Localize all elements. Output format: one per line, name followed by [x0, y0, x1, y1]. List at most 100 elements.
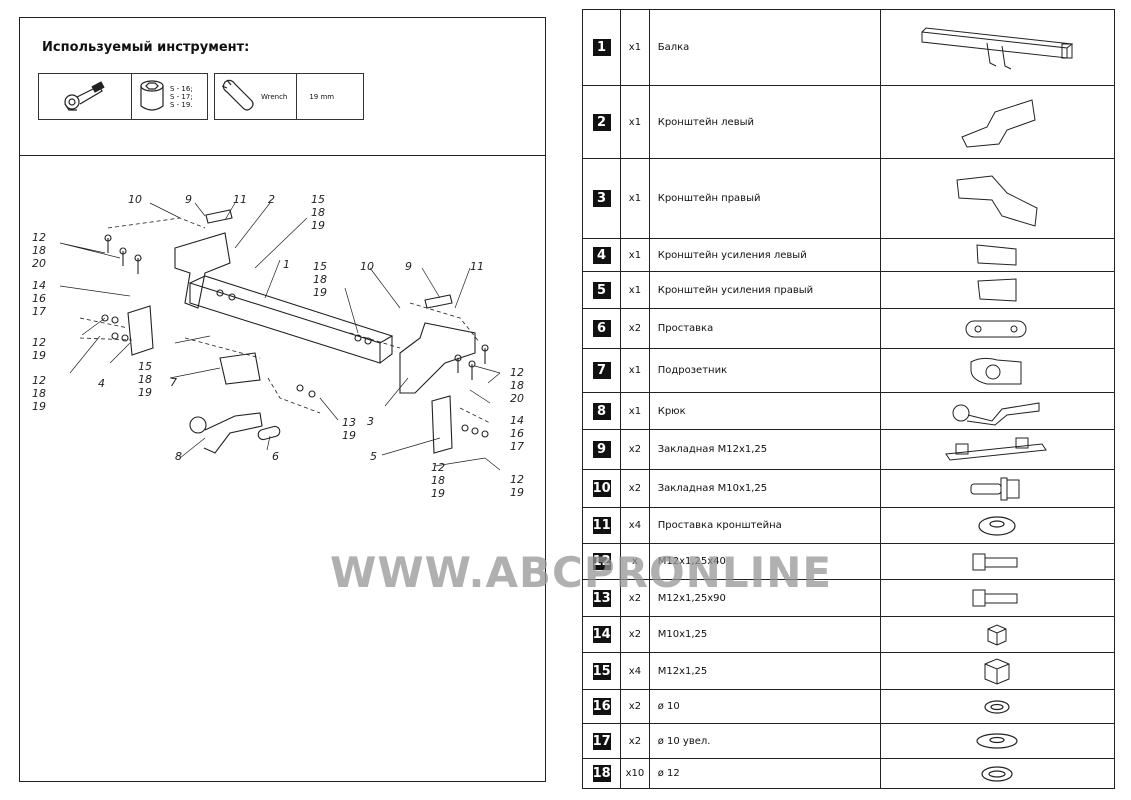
part-name: ø 10	[648, 689, 881, 724]
socket-tool-box: S - 16; S - 17; S - 19.	[38, 73, 208, 120]
diagram-label-4: 4	[98, 377, 105, 390]
part-number: 9	[592, 441, 611, 458]
part-qty: x10	[620, 758, 650, 789]
socket-plate-icon	[970, 357, 1022, 384]
socket-plate-drawing	[219, 352, 261, 385]
right-reinforcement-drawing	[431, 395, 453, 454]
diagram-label-13: 13	[342, 416, 356, 429]
part-name: Проставка	[648, 308, 881, 349]
part-name: Закладная М10х1,25	[648, 469, 881, 508]
diagram-label-19-f: 19	[342, 429, 356, 442]
diagram-label-19-a: 19	[311, 219, 325, 232]
socket-size-1: S - 16;	[170, 85, 193, 93]
part-qty: x2	[620, 469, 650, 508]
diagram-label-20-right: 20	[510, 392, 524, 405]
part-row-4: 4 x1 Кронштейн усиления левый	[581, 238, 1116, 272]
hook-drawing	[189, 412, 263, 454]
spacer-icon	[965, 320, 1027, 337]
spring-washer-12-icon	[981, 765, 1014, 782]
washer-10-large-icon	[976, 733, 1019, 749]
diagram-label-15-b: 15	[313, 260, 327, 273]
diagram-label-3: 3	[367, 415, 374, 428]
spacer-drawing	[257, 425, 281, 441]
parts-table: 1 x1 Балка 2 x1 Кронштейн левый 3 x1 Кро…	[581, 9, 1116, 789]
diagram-label-14-right: 14	[510, 414, 524, 427]
part-row-18: 18 x10 ø 12	[581, 758, 1116, 789]
part-number: 14	[592, 626, 611, 643]
part-number: 15	[592, 662, 611, 680]
part-name: Балка	[648, 9, 881, 86]
wrench-icon	[221, 79, 254, 111]
part-row-5: 5 x1 Кронштейн усиления правый	[581, 271, 1116, 309]
wrench-tool-box: Wrench 19 mm	[214, 73, 364, 120]
bolt-40-icon	[972, 553, 1018, 570]
part-number: 17	[592, 732, 611, 750]
part-name: M12x1,25	[648, 652, 881, 690]
part-name: Кронштейн правый	[648, 158, 881, 239]
part-number: 6	[592, 320, 611, 337]
socket-icon	[140, 80, 164, 111]
right-bracket-drawing	[399, 322, 476, 394]
part-row-14: 14 x2 M10x1,25	[581, 616, 1116, 653]
diagram-label-9-right: 9	[405, 260, 412, 273]
part-name: M12x1,25x90	[648, 579, 881, 617]
part-qty: x4	[620, 507, 650, 544]
part-row-3: 3 x1 Кронштейн правый	[581, 158, 1116, 239]
wrench-size-cell: 19 mm	[297, 74, 363, 119]
diagram-label-15-c: 15	[138, 360, 152, 373]
diagram-label-12-e: 12	[431, 461, 445, 474]
beam-drawing	[189, 275, 394, 364]
part-number: 5	[592, 281, 611, 299]
part-number: 7	[592, 362, 611, 379]
ratchet-icon	[64, 81, 105, 111]
socket-size-2: S - 17;	[170, 93, 193, 101]
hook-icon	[952, 402, 1040, 426]
part-name: Проставка кронштейна	[648, 507, 881, 544]
diagram-label-12-d: 12	[510, 366, 524, 379]
diagram-label-16-left: 16	[32, 292, 46, 305]
part-qty: x2	[620, 616, 650, 653]
diagram-label-18-d: 18	[138, 373, 152, 386]
ratchet-cell	[39, 74, 132, 119]
part-number: 3	[592, 190, 611, 207]
part-name: Кронштейн усиления левый	[648, 238, 881, 272]
part-qty: x2	[620, 689, 650, 724]
part-qty: x1	[620, 158, 650, 239]
m10-insert-icon	[970, 477, 1020, 500]
part-name: Подрозетник	[648, 348, 881, 393]
nut-m10-icon	[987, 623, 1007, 646]
part-qty: x2	[620, 429, 650, 470]
bolt-90-icon	[972, 589, 1018, 607]
tools-title: Используемый инструмент:	[42, 40, 250, 55]
part-row-11: 11 x4 Проставка кронштейна	[581, 507, 1116, 544]
socket-size-3: S - 19.	[170, 101, 193, 109]
part-row-13: 13 x2 M12x1,25x90	[581, 579, 1116, 617]
diagram-label-19-d: 19	[138, 386, 152, 399]
assembly-diagram: 1 2 3 4 5 6 7 8 9 9 10 10 11 11 12 12 12…	[32, 193, 524, 500]
diagram-label-12-f: 12	[510, 473, 524, 486]
wrench-cell: Wrench	[215, 74, 298, 119]
diagram-label-18-f: 18	[510, 379, 524, 392]
diagram-label-7: 7	[170, 376, 177, 389]
part-qty: x4	[620, 652, 650, 690]
part-name: Крюк	[648, 392, 881, 430]
part-row-8: 8 x1 Крюк	[581, 392, 1116, 430]
part-number: 16	[592, 698, 611, 715]
part-qty: x1	[620, 392, 650, 430]
part-number: 11	[592, 517, 611, 534]
part-row-2: 2 x1 Кронштейн левый	[581, 85, 1116, 159]
part-row-17: 17 x2 ø 10 увел.	[581, 723, 1116, 759]
part-name: Закладная М12х1,25	[648, 429, 881, 470]
diagram-label-19-e: 19	[32, 400, 46, 413]
beam-icon	[921, 26, 1074, 69]
diagram-label-17-left: 17	[32, 305, 46, 318]
part-qty: x2	[620, 723, 650, 759]
part-name: ø 10 увел.	[648, 723, 881, 759]
diagram-label-5: 5	[370, 450, 377, 463]
diagram-label-9-left: 9	[185, 193, 192, 206]
tools-section: Используемый инструмент:	[20, 18, 545, 156]
part-number: 10	[592, 480, 611, 497]
left-bracket-icon	[961, 99, 1036, 148]
diagram-label-11-right: 11	[470, 260, 484, 273]
part-number: 1	[592, 39, 611, 56]
